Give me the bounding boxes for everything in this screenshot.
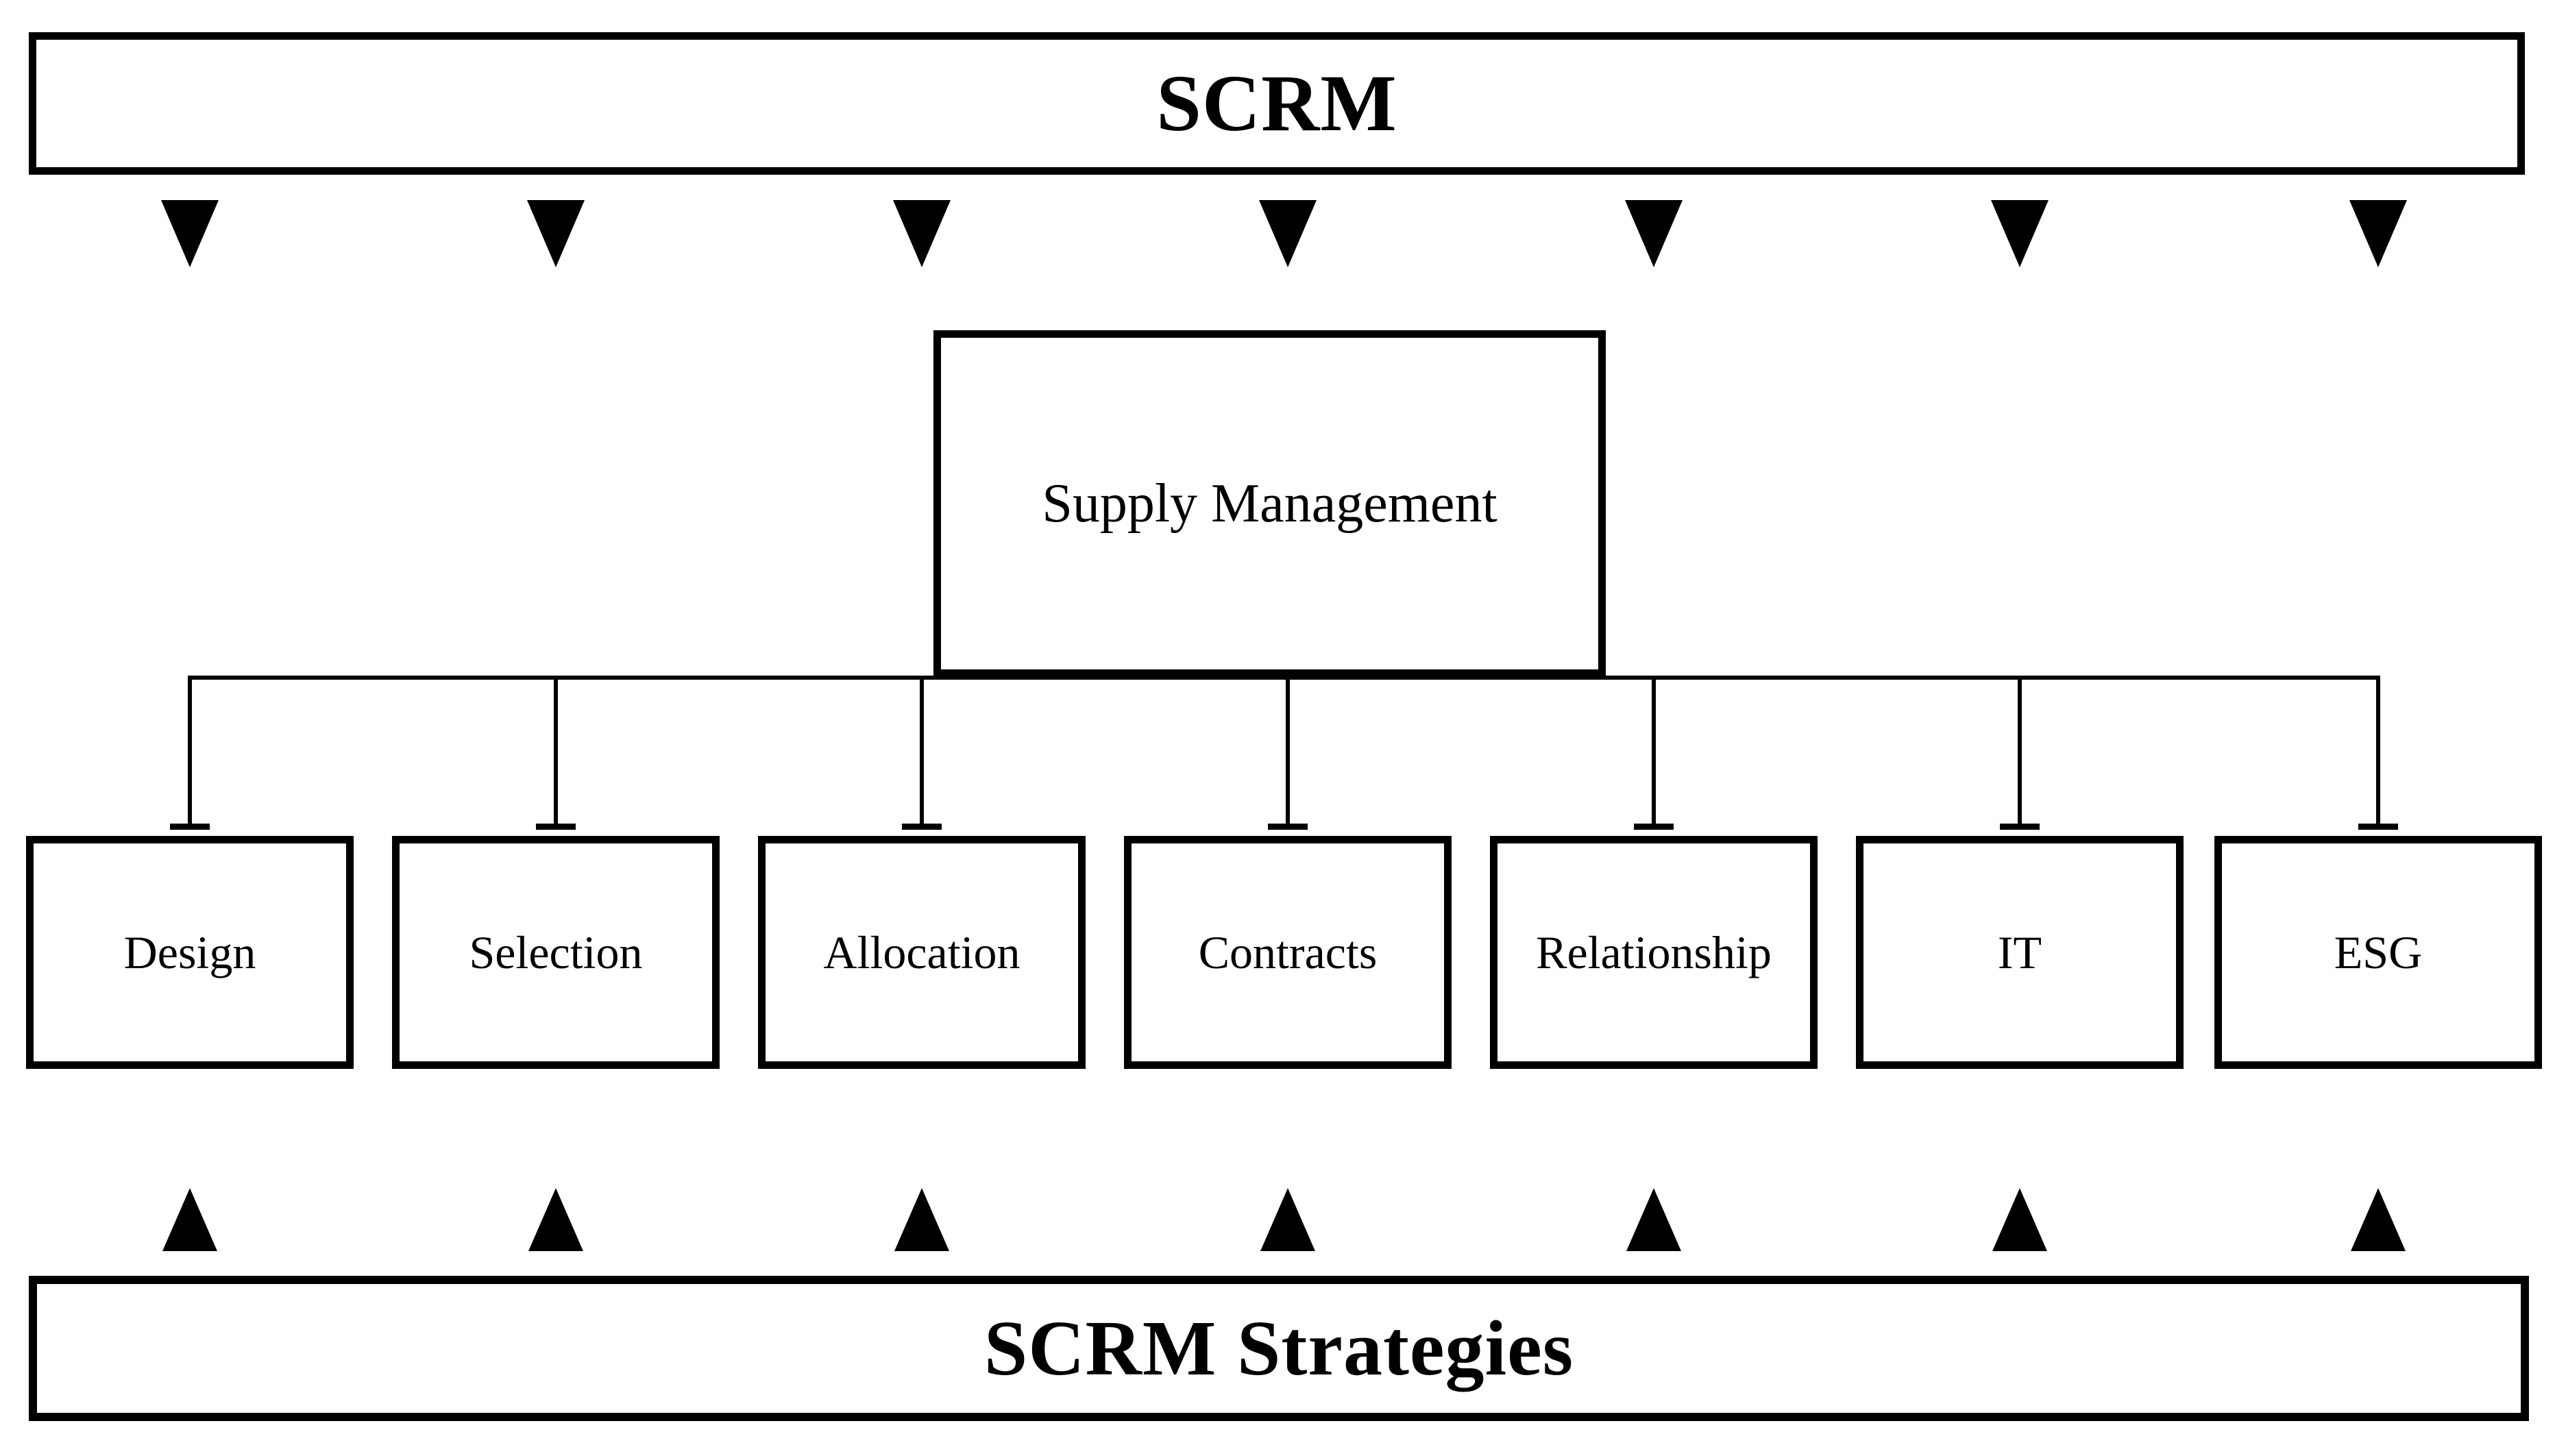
down-arrow-icon — [161, 200, 219, 267]
scrm-strategies-banner-label: SCRM Strategies — [983, 1305, 1574, 1392]
category-box-design: Design — [26, 836, 354, 1069]
down-arrow-icon — [1991, 200, 2049, 267]
category-label: ESG — [2334, 926, 2423, 978]
down-arrow-icon — [1259, 200, 1317, 267]
category-label: Design — [123, 926, 256, 978]
category-box-contracts: Contracts — [1124, 836, 1452, 1069]
category-box-selection: Selection — [392, 836, 720, 1069]
up-arrow-icon — [162, 1188, 217, 1251]
category-label: Allocation — [823, 926, 1020, 978]
up-arrow-icon — [894, 1188, 949, 1251]
up-arrow-icon — [1626, 1188, 1681, 1251]
connector-drop-line — [188, 676, 192, 829]
category-box-it: IT — [1856, 836, 2184, 1069]
category-label: Relationship — [1536, 926, 1772, 978]
down-arrow-icon — [1625, 200, 1683, 267]
supply-management-box: Supply Management — [933, 330, 1606, 677]
category-box-allocation: Allocation — [758, 836, 1086, 1069]
down-arrow-icon — [2349, 200, 2407, 267]
up-arrow-icon — [2351, 1188, 2406, 1251]
connector-drop-line — [2018, 676, 2022, 829]
scrm-banner-label: SCRM — [1156, 58, 1397, 148]
down-arrow-icon — [893, 200, 951, 267]
connector-endcap — [536, 824, 576, 830]
connector-endcap — [2000, 824, 2040, 830]
up-arrow-icon — [1260, 1188, 1315, 1251]
supply-management-label: Supply Management — [1042, 473, 1497, 534]
category-label: Selection — [469, 926, 643, 978]
connector-endcap — [1268, 824, 1308, 830]
down-arrow-icon — [527, 200, 585, 267]
connector-drop-line — [920, 676, 924, 829]
up-arrow-icon — [528, 1188, 583, 1251]
category-label: IT — [1997, 926, 2042, 978]
up-arrow-icon — [1992, 1188, 2047, 1251]
connector-drop-line — [554, 676, 558, 829]
connector-endcap — [1634, 824, 1674, 830]
connector-endcap — [2358, 824, 2398, 830]
connector-drop-line — [2376, 676, 2380, 829]
connector-endcap — [170, 824, 210, 830]
scrm-banner: SCRM — [29, 32, 2525, 175]
connector-drop-line — [1286, 676, 1290, 829]
category-box-esg: ESG — [2214, 836, 2542, 1069]
connector-drop-line — [1652, 676, 1656, 829]
category-box-relationship: Relationship — [1490, 836, 1818, 1069]
connector-endcap — [902, 824, 942, 830]
connector-trunk-line — [188, 676, 2380, 680]
scrm-strategies-banner: SCRM Strategies — [29, 1276, 2529, 1421]
category-label: Contracts — [1198, 926, 1378, 978]
